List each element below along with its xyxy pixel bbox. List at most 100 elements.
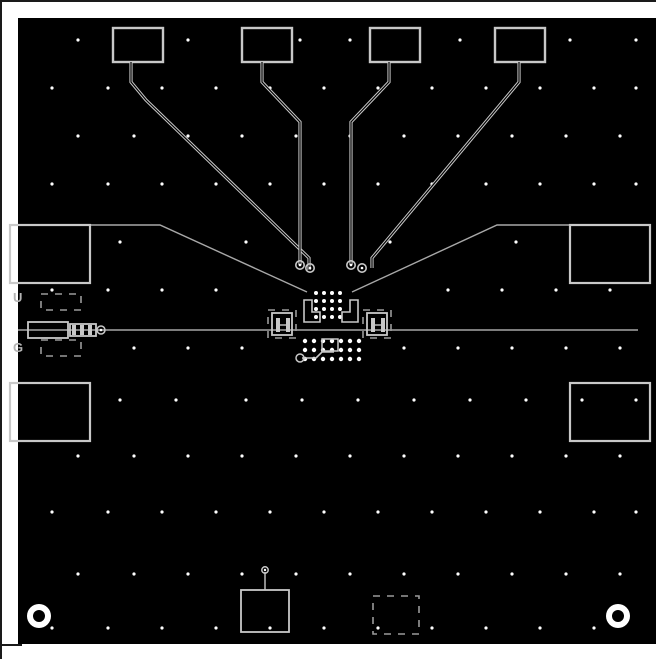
stitching-via: [402, 572, 406, 576]
sma-pad-group[interactable]: [111, 26, 547, 64]
pcb-board-outline[interactable]: [18, 18, 656, 644]
stitching-via: [618, 134, 622, 138]
cap-land-1-a[interactable]: [371, 318, 375, 332]
ic-via-top: [330, 307, 334, 311]
stitching-via: [174, 398, 178, 402]
component-c-right[interactable]: [366, 312, 388, 336]
stitching-via: [456, 134, 460, 138]
stitching-via: [50, 182, 54, 186]
stitching-via: [568, 38, 572, 42]
stitching-via: [268, 626, 272, 630]
edge-pad-group[interactable]: [8, 223, 652, 443]
frame-rule-left: [0, 0, 2, 659]
ic-thermal-pad[interactable]: [321, 338, 339, 352]
stitching-via: [564, 346, 568, 350]
stitching-via: [214, 510, 218, 514]
sma-pad-2[interactable]: [240, 26, 294, 64]
stitching-via: [580, 398, 584, 402]
ic-via-top: [314, 315, 318, 319]
stitching-via: [388, 240, 392, 244]
stitching-via: [514, 240, 518, 244]
stitching-via: [456, 454, 460, 458]
ic-via-top: [322, 315, 326, 319]
stitching-via: [468, 398, 472, 402]
stitching-via: [132, 572, 136, 576]
trace-4-core: [371, 62, 520, 268]
ic-via-top: [314, 299, 318, 303]
stitching-via: [76, 572, 80, 576]
edge-pad-right-upper[interactable]: [568, 223, 652, 285]
ic-via-bottom: [320, 356, 326, 362]
stitching-via: [322, 86, 326, 90]
stitching-via: [76, 134, 80, 138]
stitching-via: [160, 182, 164, 186]
edge-pad-right-lower[interactable]: [568, 381, 652, 443]
stitching-via: [376, 626, 380, 630]
stitching-via: [186, 454, 190, 458]
ic-stub-trace[interactable]: [302, 351, 334, 359]
stitching-via: [446, 288, 450, 292]
stitching-via: [356, 398, 360, 402]
stitching-via: [322, 626, 326, 630]
silk-label-left-upper: U: [13, 290, 22, 305]
edge-pad-left-lower[interactable]: [8, 381, 92, 443]
trace-end-via-4-hole: [360, 266, 364, 270]
edge-pad-left-upper[interactable]: [8, 223, 92, 285]
stitching-via: [634, 398, 638, 402]
cap-land-0-b[interactable]: [286, 318, 290, 332]
bottom-pad-trace[interactable]: [261, 566, 269, 590]
cap-land-0-a[interactable]: [276, 318, 280, 332]
mounting-hole-bottom-right-bore: [612, 610, 624, 622]
ic-via-top: [338, 299, 342, 303]
ic-via-top: [314, 307, 318, 311]
component-c-left[interactable]: [271, 312, 293, 336]
silk-outline-center-left: [267, 309, 297, 339]
r1-pad-2[interactable]: [88, 325, 92, 335]
rf-trace-group[interactable]: [129, 62, 521, 270]
stitching-via: [132, 134, 136, 138]
ic-via-bottom: [347, 338, 353, 344]
stitching-via: [618, 572, 622, 576]
stitching-via: [50, 510, 54, 514]
sma-pad-3[interactable]: [368, 26, 422, 64]
ic-land-left[interactable]: [303, 299, 321, 323]
stitching-via: [298, 38, 302, 42]
trace-end-via-4: [356, 262, 367, 273]
ic-stub-via: [295, 353, 305, 363]
stitching-via: [634, 86, 638, 90]
stitching-via: [510, 346, 514, 350]
r1-pad-0[interactable]: [72, 325, 76, 335]
trace-2-core: [261, 62, 301, 265]
center-ic[interactable]: [295, 291, 362, 363]
stitching-via: [510, 454, 514, 458]
sma-pad-1[interactable]: [111, 26, 165, 64]
ic-via-bottom: [338, 347, 344, 353]
stitching-via: [524, 398, 528, 402]
stitching-via: [76, 454, 80, 458]
ic-via-bottom: [347, 347, 353, 353]
stitching-via: [592, 510, 596, 514]
stitching-via: [484, 626, 488, 630]
stitching-via: [214, 626, 218, 630]
stitching-via: [538, 510, 542, 514]
component-r1-body[interactable]: [27, 321, 69, 339]
stitching-via: [106, 288, 110, 292]
stitching-via: [634, 38, 638, 42]
ic-land-right[interactable]: [341, 299, 359, 323]
cap-land-1-b[interactable]: [381, 318, 385, 332]
component-r1-pad-group[interactable]: [69, 323, 97, 337]
stitching-via: [240, 346, 244, 350]
trace-end-via-3-hole: [349, 263, 353, 267]
ic-via-bottom: [311, 347, 317, 353]
stitching-via: [214, 288, 218, 292]
stitching-via: [322, 510, 326, 514]
stitching-via: [240, 572, 244, 576]
ic-via-top: [322, 299, 326, 303]
r1-pad-1[interactable]: [80, 325, 84, 335]
trace-3-core: [350, 62, 390, 265]
component-group[interactable]: [27, 312, 388, 633]
mounting-hole-group[interactable]: [27, 604, 630, 628]
stitching-via: [244, 240, 248, 244]
stitching-via: [214, 182, 218, 186]
